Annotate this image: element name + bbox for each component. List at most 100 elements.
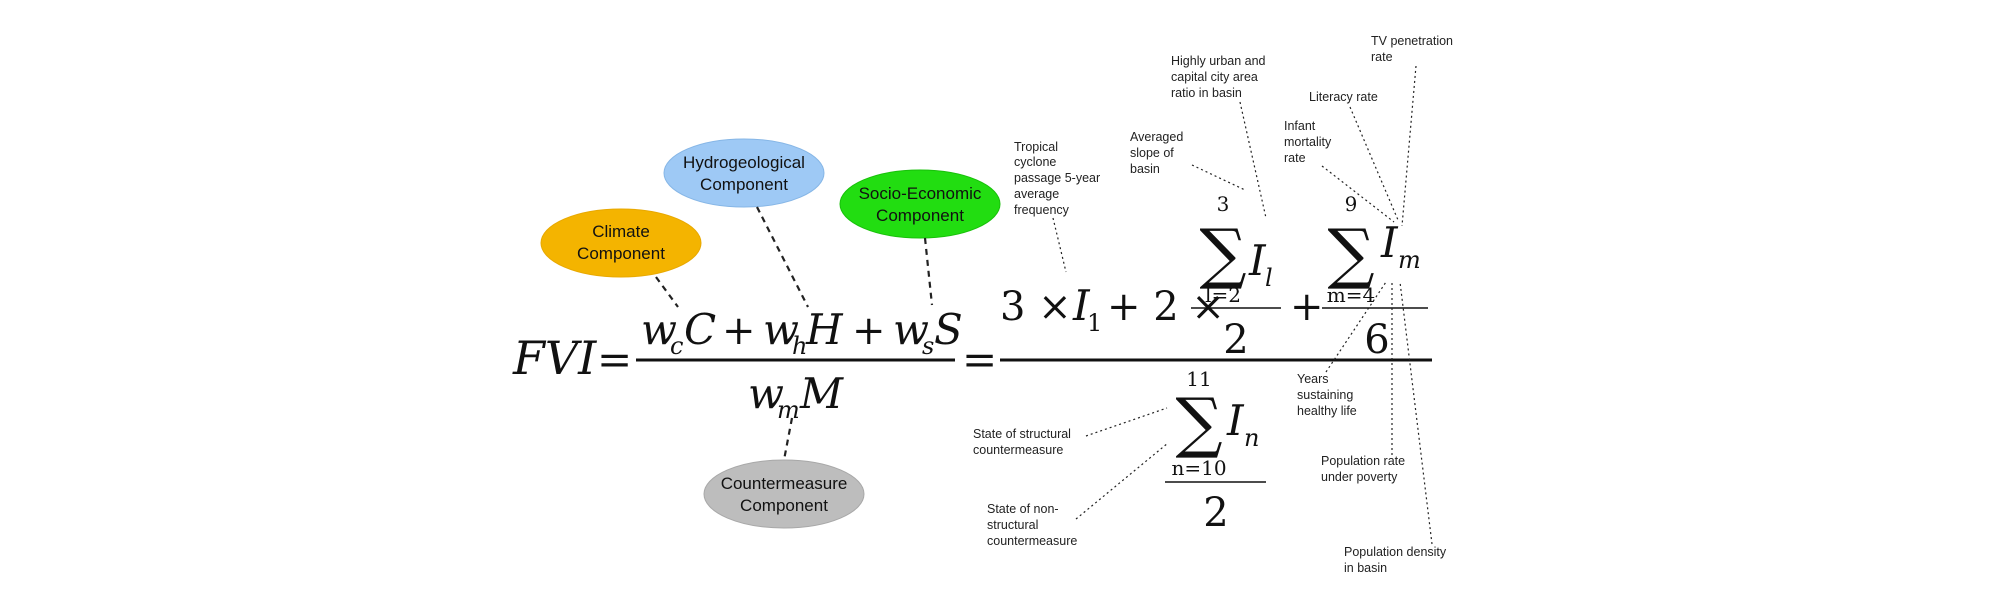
note-slope-line1: Averaged [1130,130,1183,144]
sum-l-upper-limit: 3 [1217,192,1230,216]
socio-economic-variable: S [934,305,963,354]
note-tv-line2: rate [1371,50,1393,64]
countermeasure-label-line2: Component [740,496,828,515]
climate-label-line2: Component [577,244,665,263]
note-poverty: Population rate under poverty [1321,454,1405,484]
indicator-il-subscript: l [1265,264,1273,292]
leader-healthy-life [1325,281,1387,373]
weighted-numerator: w c C + w h H + w s S [641,305,963,360]
sum-l-sign: ∑ [1199,215,1246,292]
fvi-symbol: FVI [512,331,597,385]
note-years-line3: healthy life [1297,404,1357,418]
leader-density [1399,281,1433,545]
note-tropical-line3: passage 5-year [1014,171,1100,185]
note-nonstructural: State of non- structural countermeasure [987,502,1077,548]
note-nonstructural-line3: countermeasure [987,534,1077,548]
note-structural-line2: countermeasure [973,443,1063,457]
expanded-numerator: 3 × I 1 + 2 × 3 ∑ l=2 I l 2 + 9 ∑ m=4 I … [1000,192,1428,363]
climate-ellipse [540,208,702,278]
countermeasure-ellipse [703,459,865,529]
note-tropical-line2: cyclone [1014,155,1056,169]
weight-s-subscript: s [922,332,934,360]
weight-h-subscript: h [792,332,807,360]
sum-n-sign: ∑ [1175,384,1222,461]
leader-urban [1239,101,1267,219]
sum-m-upper-limit: 9 [1345,192,1358,216]
weight-c: w [641,305,677,354]
indicator-in: I [1226,396,1245,445]
note-slope-line3: basin [1130,162,1160,176]
note-tropical-line1: Tropical [1014,140,1058,154]
sum-n-denominator: 2 [1203,490,1228,536]
leader-literacy [1349,106,1399,221]
weight-m-subscript: m [777,396,800,424]
hydrogeological-component-bubble: Hydrogeological Component [663,138,825,208]
climate-variable: C [684,305,716,354]
weight-h: w [763,305,799,354]
note-tropical-line4: average [1014,187,1059,201]
plus-sign-3: + [1290,284,1324,330]
leader-infant [1321,165,1395,223]
note-urban-line1: Highly urban and [1171,54,1266,68]
hydrogeological-ellipse [663,138,825,208]
leader-tv [1401,65,1417,227]
note-density-line1: Population density [1344,545,1447,559]
leader-slope [1191,164,1246,191]
socio-economic-label-line2: Component [876,206,964,225]
note-averaged-slope: Averaged slope of basin [1130,130,1183,176]
hydrogeological-label-line2: Component [700,175,788,194]
hydrogeological-connector [756,206,809,308]
note-literacy-line1: Literacy rate [1309,90,1378,104]
note-nonstructural-line2: structural [987,518,1038,532]
hydrogeological-variable: H [805,305,844,354]
note-structural-line1: State of structural [973,427,1071,441]
note-urban-area: Highly urban and capital city area ratio… [1171,54,1266,100]
note-infant-mortality: Infant mortality rate [1284,119,1332,165]
plus-sign-1: + [722,308,756,354]
leader-tropical [1052,217,1067,273]
sum-m-sign: ∑ [1327,215,1374,292]
note-population-density: Population density in basin [1344,545,1447,575]
indicator-i1: I [1072,281,1091,330]
weight-m: w [748,369,784,418]
note-tv-penetration: TV penetration rate [1371,34,1453,64]
note-nonstructural-line1: State of non- [987,502,1059,516]
socio-economic-label-line1: Socio-Economic [859,184,982,203]
coefficient-three: 3 × [1000,284,1072,330]
leader-nonstructural [1075,442,1169,520]
climate-label-line1: Climate [592,222,650,241]
climate-connector [655,276,679,308]
indicator-im: I [1380,218,1399,267]
countermeasure-component-bubble: Countermeasure Component [703,459,865,529]
indicator-im-subscript: m [1398,246,1421,274]
countermeasure-connector [782,417,794,461]
sum-n-lower-limit: n=10 [1171,456,1226,480]
note-years-line2: sustaining [1297,388,1353,402]
note-structural: State of structural countermeasure [973,427,1071,457]
note-poverty-line1: Population rate [1321,454,1405,468]
note-tv-line1: TV penetration [1371,34,1453,48]
sum-n-upper-limit: 11 [1186,367,1211,391]
note-urban-line2: capital city area [1171,70,1258,84]
note-density-line2: in basin [1344,561,1387,575]
hydrogeological-label-line1: Hydrogeological [683,153,805,172]
sum-l-denominator: 2 [1223,317,1248,363]
climate-component-bubble: Climate Component [540,208,702,278]
plus-sign-2: + [852,308,886,354]
socio-economic-ellipse [839,169,1001,239]
equals-sign-2: = [962,335,997,384]
socio-economic-connector [923,237,934,306]
coefficient-two: + 2 × [1107,284,1225,330]
sum-m-lower-limit: m=4 [1327,283,1375,307]
leader-structural [1085,407,1168,437]
note-infant-line2: mortality [1284,135,1332,149]
note-slope-line2: slope of [1130,146,1174,160]
note-poverty-line2: under poverty [1321,470,1398,484]
note-infant-line1: Infant [1284,119,1316,133]
note-years-line1: Years [1297,372,1329,386]
countermeasure-variable: M [799,369,844,418]
note-literacy: Literacy rate [1309,90,1378,104]
note-infant-line3: rate [1284,151,1306,165]
sum-m-denominator: 6 [1364,317,1389,363]
